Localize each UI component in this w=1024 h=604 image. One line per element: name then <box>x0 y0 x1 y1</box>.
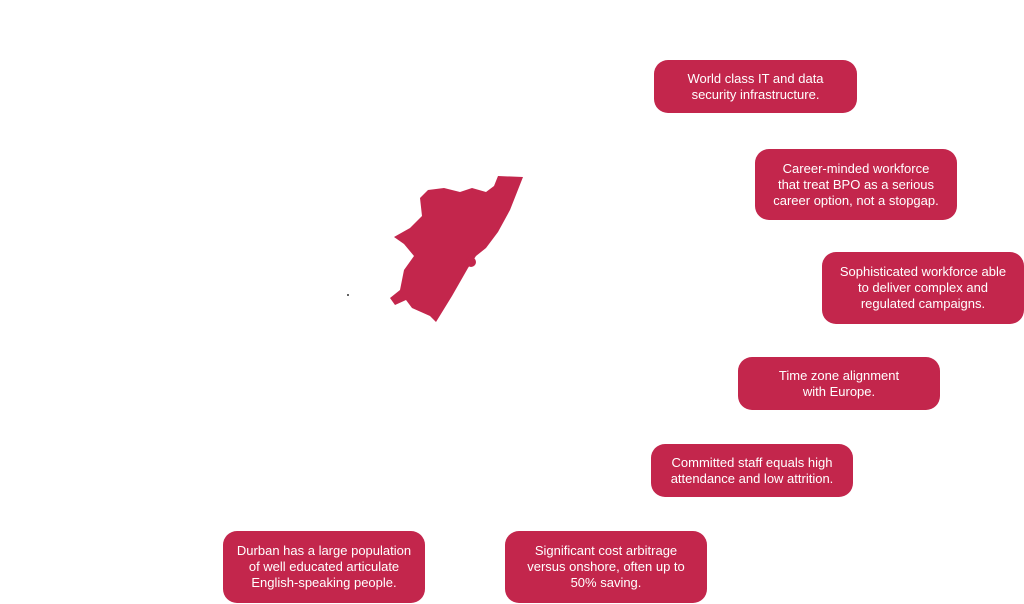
cost-arbitrage-bubble: Significant cost arbitrage versus onshor… <box>505 531 707 603</box>
career-workforce-bubble: Career-minded workforce that treat BPO a… <box>755 149 957 220</box>
kwazulu-natal-map-icon <box>390 176 523 322</box>
map-point-marker <box>347 294 349 296</box>
durban-population-bubble: Durban has a large population of well ed… <box>223 531 425 603</box>
committed-staff-bubble: Committed staff equals high attendance a… <box>651 444 853 497</box>
it-security-bubble: World class IT and data security infrast… <box>654 60 857 113</box>
committed-staff-text: Committed staff equals high attendance a… <box>670 454 834 486</box>
time-zone-text: Time zone alignment with Europe. <box>778 367 900 399</box>
cost-arbitrage-text: Significant cost arbitrage versus onshor… <box>527 543 685 590</box>
career-workforce-text: Career-minded workforce that treat BPO a… <box>773 160 939 208</box>
durban-population-text: Durban has a large population of well ed… <box>236 543 412 590</box>
region-notch <box>466 257 476 267</box>
region-shape <box>390 176 523 322</box>
sophisticated-workforce-text: Sophisticated workforce able to deliver … <box>839 264 1007 311</box>
it-security-text: World class IT and data security infrast… <box>687 70 824 102</box>
time-zone-bubble: Time zone alignment with Europe. <box>738 357 940 410</box>
sophisticated-workforce-bubble: Sophisticated workforce able to deliver … <box>822 252 1024 324</box>
